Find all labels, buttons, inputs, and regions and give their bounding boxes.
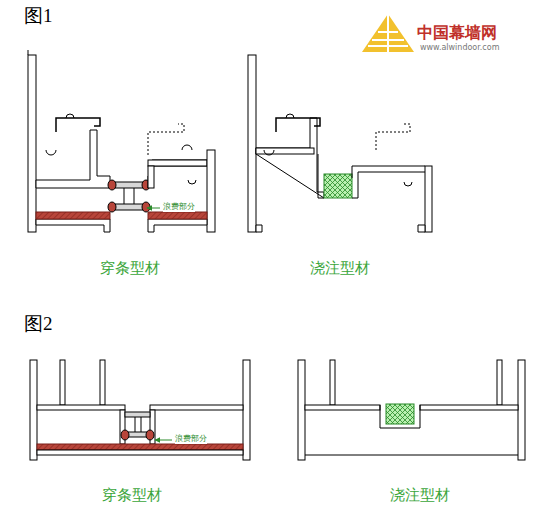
polyamide-strip xyxy=(112,204,146,210)
strip-web xyxy=(141,417,142,432)
outer-wall xyxy=(298,360,305,460)
inner-web xyxy=(148,166,154,188)
inner-web xyxy=(148,160,207,188)
bottom-line xyxy=(305,455,518,456)
waste-strip xyxy=(37,444,243,450)
figure-caption: 浇注型材 xyxy=(390,487,450,504)
figure-number: 图1 xyxy=(24,6,53,27)
polyamide-strip xyxy=(125,412,150,417)
hook xyxy=(46,150,56,155)
strip-end xyxy=(108,180,116,190)
bottom-flange xyxy=(37,450,243,455)
inner-web xyxy=(148,160,207,166)
inner-web xyxy=(37,405,125,410)
strip-end xyxy=(146,430,154,440)
poured-profile xyxy=(248,55,432,232)
hook xyxy=(66,114,74,118)
hook xyxy=(182,145,192,150)
callout-label: 浪费部分 xyxy=(175,435,207,444)
inner-web xyxy=(352,172,425,198)
watermark: 中国幕墙网 xyxy=(417,24,497,42)
wall-top xyxy=(28,50,29,55)
figure-number: 图2 xyxy=(24,314,53,335)
waste-strip xyxy=(148,212,207,219)
callout-label: 浪费部分 xyxy=(163,203,195,212)
inner-web xyxy=(36,130,110,188)
strip-end xyxy=(142,202,150,212)
poured-insulation xyxy=(324,174,352,198)
polyamide-strip xyxy=(112,182,146,188)
bottom-flange xyxy=(36,219,110,232)
outer-wall xyxy=(30,360,37,460)
hook xyxy=(276,118,320,132)
outer-wall xyxy=(207,150,215,232)
thermal-break-profile xyxy=(28,50,215,232)
hook xyxy=(188,180,196,184)
outer-wall xyxy=(243,360,250,460)
thermal-break-profile xyxy=(30,360,250,460)
hook xyxy=(148,124,184,155)
inner-web xyxy=(420,405,518,410)
lip xyxy=(418,225,425,232)
bottom-flange xyxy=(148,219,207,232)
logo-stripes xyxy=(368,14,408,52)
strip-end xyxy=(121,430,129,440)
strip-web xyxy=(135,417,136,432)
hook xyxy=(286,114,294,118)
waste-strip xyxy=(36,212,110,219)
outer-wall xyxy=(28,55,36,232)
logo-mark xyxy=(362,14,414,52)
outer-wall xyxy=(518,360,525,460)
hook xyxy=(404,182,412,186)
fin xyxy=(497,360,502,405)
strip-web xyxy=(134,188,135,204)
strip-end xyxy=(108,202,116,212)
channel xyxy=(318,154,324,198)
figure-caption: 穿条型材 xyxy=(100,260,160,277)
leader-arrow xyxy=(155,440,172,441)
fin xyxy=(60,360,65,405)
hook xyxy=(376,124,410,150)
figure-caption: 浇注型材 xyxy=(310,260,370,277)
watermark-url: www.alwindoor.com xyxy=(420,44,499,53)
outer-wall xyxy=(248,55,256,232)
outer-wall xyxy=(425,166,432,232)
hook xyxy=(56,118,100,132)
poured-insulation xyxy=(386,404,414,424)
fin xyxy=(100,360,105,405)
inner-web xyxy=(150,405,243,410)
figure-caption: 穿条型材 xyxy=(102,487,162,504)
inner-web xyxy=(256,118,324,198)
leader-arrow xyxy=(147,208,160,209)
inner-web xyxy=(256,148,314,154)
channel xyxy=(380,405,420,428)
logo xyxy=(362,14,414,52)
inner-web xyxy=(352,166,425,178)
fin xyxy=(330,360,335,405)
poured-profile xyxy=(298,360,525,460)
hook xyxy=(264,150,274,155)
inner-web xyxy=(305,405,380,410)
lip xyxy=(256,225,262,232)
strip-web xyxy=(124,188,125,204)
